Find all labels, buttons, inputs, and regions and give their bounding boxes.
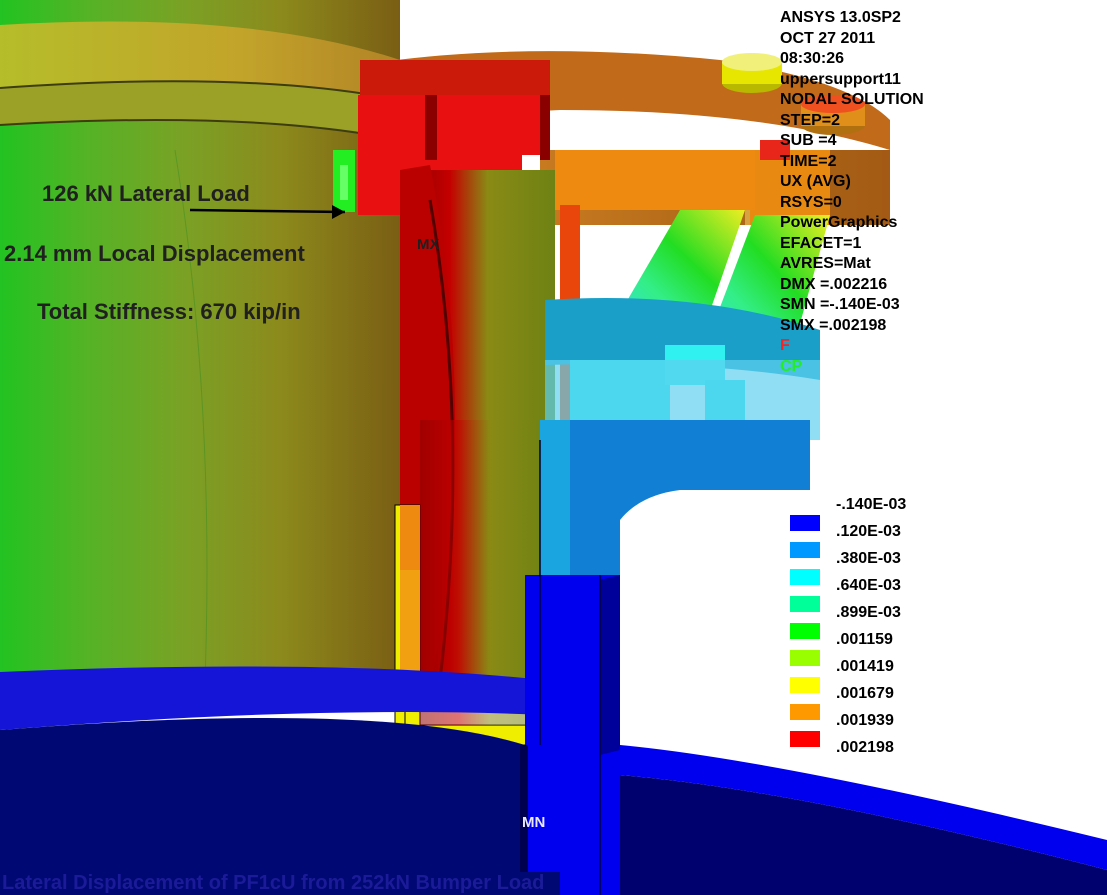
- info-line: SMX =.002198: [780, 316, 887, 334]
- shell-top-lip: [0, 21, 400, 101]
- legend-label: .120E-03: [836, 523, 901, 540]
- info-line: NODAL SOLUTION: [780, 91, 924, 108]
- legend-label: .001159: [836, 631, 893, 648]
- info-line: PowerGraphics: [780, 214, 898, 231]
- lower-block-blue: [545, 420, 810, 575]
- cp-symbol-label: CP: [780, 357, 803, 375]
- force-arrow: [189, 208, 346, 214]
- info-line: SUB =4: [780, 132, 837, 149]
- info-line: AVRES=Mat: [780, 255, 871, 272]
- legend-swatch: [790, 596, 820, 612]
- legend-swatch: [790, 650, 820, 666]
- info-line: 08:30:26: [780, 50, 845, 67]
- legend-min-label: -.140E-03: [836, 496, 907, 513]
- legend-label: .001419: [836, 658, 894, 675]
- info-line: ANSYS 13.0SP2: [780, 9, 901, 26]
- legend-swatch: [790, 704, 820, 720]
- legend-swatch: [790, 515, 820, 531]
- legend-label: .899E-03: [836, 604, 901, 621]
- legend-label: .002198: [836, 739, 894, 756]
- legend-label: .001939: [836, 712, 894, 729]
- lower-block-cyan: [545, 298, 820, 380]
- base-plate-blue: [0, 666, 620, 730]
- legend-label: .640E-03: [836, 577, 901, 594]
- info-line: RSYS=0: [780, 193, 842, 211]
- footer-caption: Lateral Displacement of PF1cU from 252kN…: [2, 872, 545, 894]
- max-marker: MX: [417, 236, 440, 253]
- lateral-load-label: 126 kN Lateral Load: [42, 181, 250, 206]
- legend-swatch: [790, 542, 820, 558]
- info-line: SMN =-.140E-03: [780, 296, 900, 313]
- info-line: DMX =.002216: [780, 275, 888, 293]
- local-displacement-label: 2.14 mm Local Displacement: [4, 241, 305, 266]
- force-symbol-label: F: [780, 337, 790, 354]
- legend-swatch: [790, 623, 820, 639]
- info-line: uppersupport11: [780, 70, 901, 88]
- legend-swatch: [790, 677, 820, 693]
- base-flange: [620, 745, 1107, 870]
- legend-swatch: [790, 569, 820, 585]
- info-line: STEP=2: [780, 111, 841, 129]
- legend-label: .380E-03: [836, 550, 901, 567]
- total-stiffness-label: Total Stiffness: 670 kip/in: [37, 299, 301, 324]
- legend-swatch: [790, 731, 820, 747]
- min-marker: MN: [522, 814, 546, 831]
- info-line: UX (AVG): [780, 173, 851, 190]
- inner-flange-red: [358, 95, 550, 215]
- legend-label: .001679: [836, 685, 894, 702]
- info-line: TIME=2: [780, 152, 837, 170]
- info-line: OCT 27 2011: [780, 29, 876, 47]
- outer-web: [555, 150, 755, 210]
- info-line: EFACET=1: [780, 234, 862, 252]
